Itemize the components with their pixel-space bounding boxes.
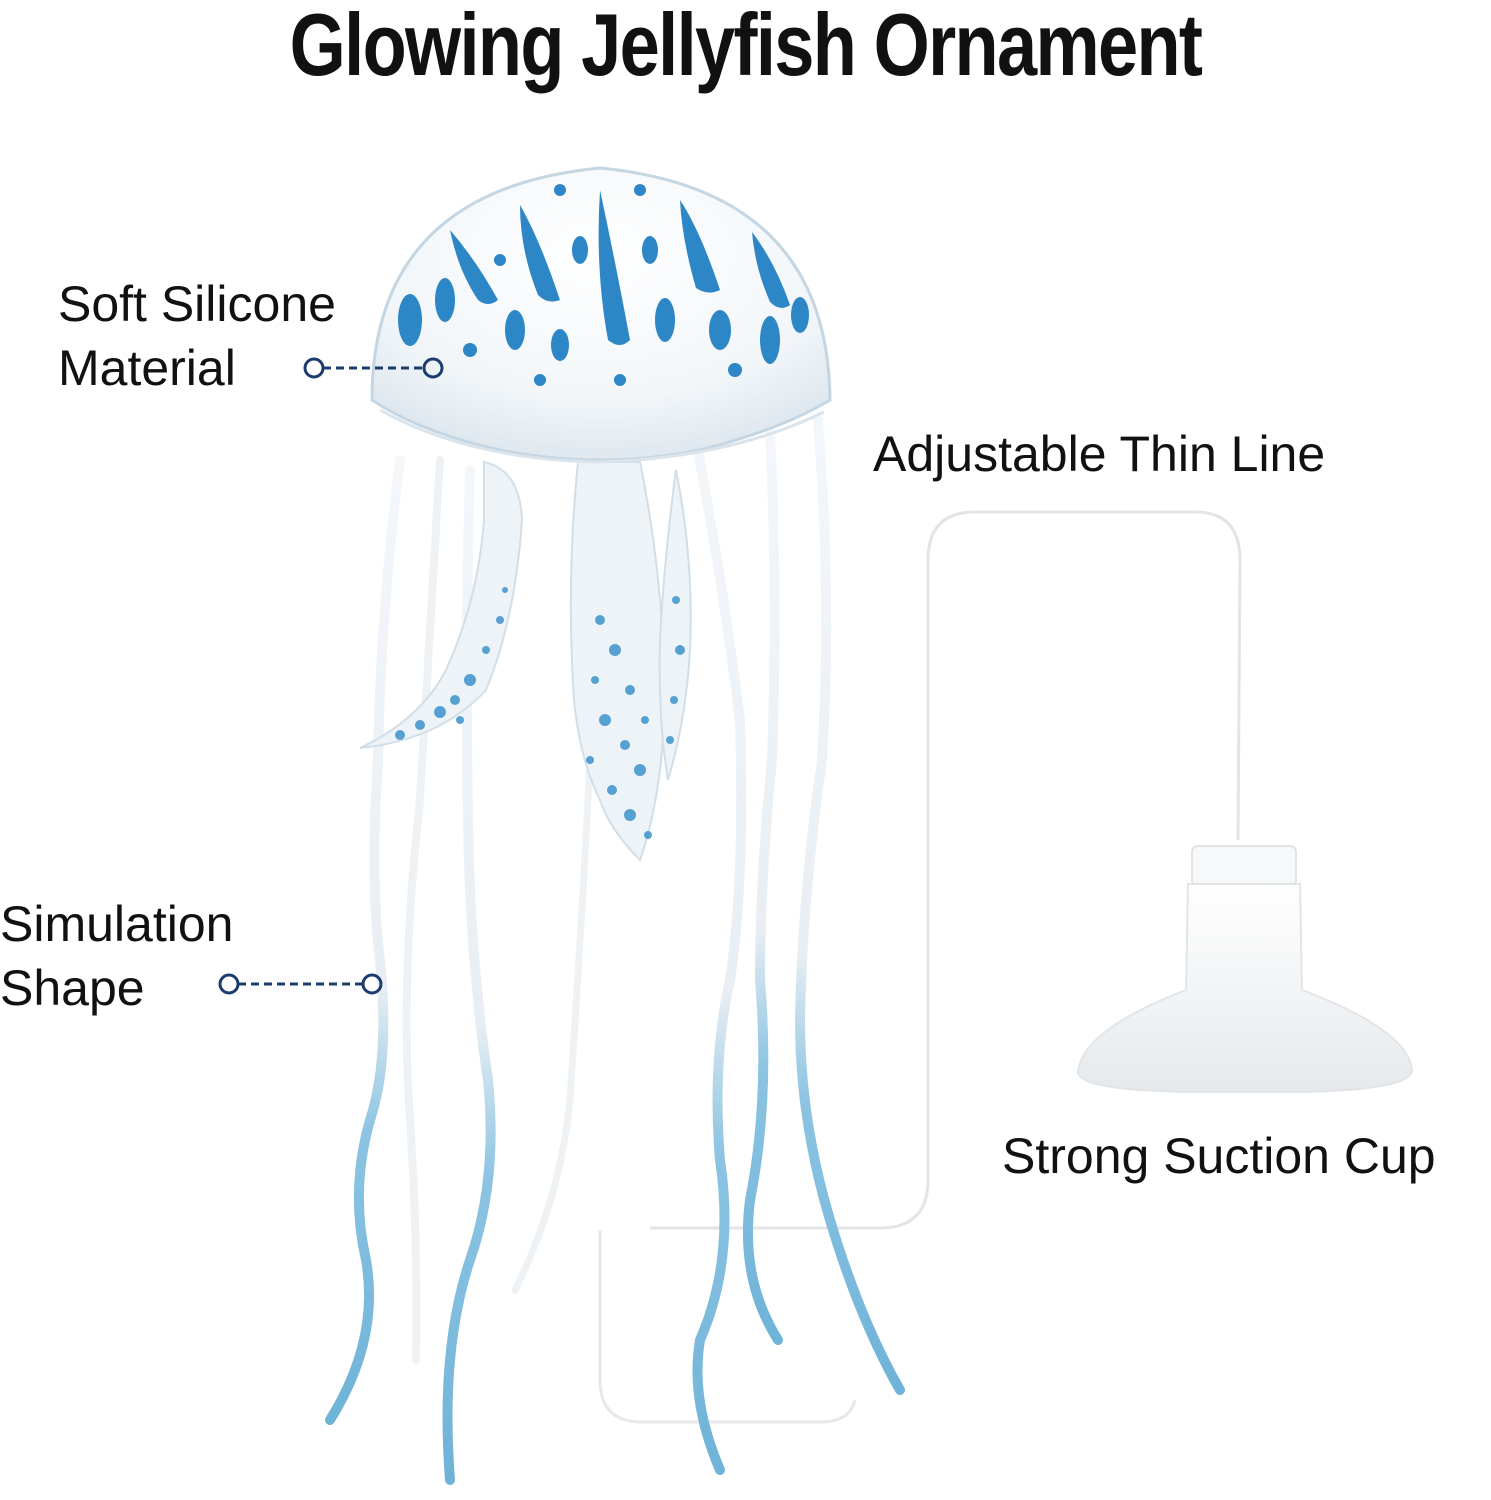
simulation-shape-label: Simulation Shape [0, 892, 233, 1020]
thin-line-label: Adjustable Thin Line [873, 426, 1326, 482]
soft-silicone-label-line-2: Material [58, 340, 236, 396]
simulation-shape-label-line-2: Shape [0, 960, 145, 1016]
suction-cup-label: Strong Suction Cup [1002, 1128, 1436, 1184]
page-title: Glowing Jellyfish Ornament [289, 0, 1203, 94]
adjustable-thin-line [598, 510, 1242, 1424]
soft-silicone-label: Soft Silicone Material [58, 272, 336, 400]
jellyfish-icon [325, 166, 905, 1485]
suction-cup-icon [1076, 845, 1414, 1093]
simulation-shape-callout [218, 973, 383, 995]
simulation-shape-label-line-1: Simulation [0, 896, 234, 952]
soft-silicone-callout [303, 357, 444, 379]
soft-silicone-label-line-1: Soft Silicone [58, 276, 336, 332]
